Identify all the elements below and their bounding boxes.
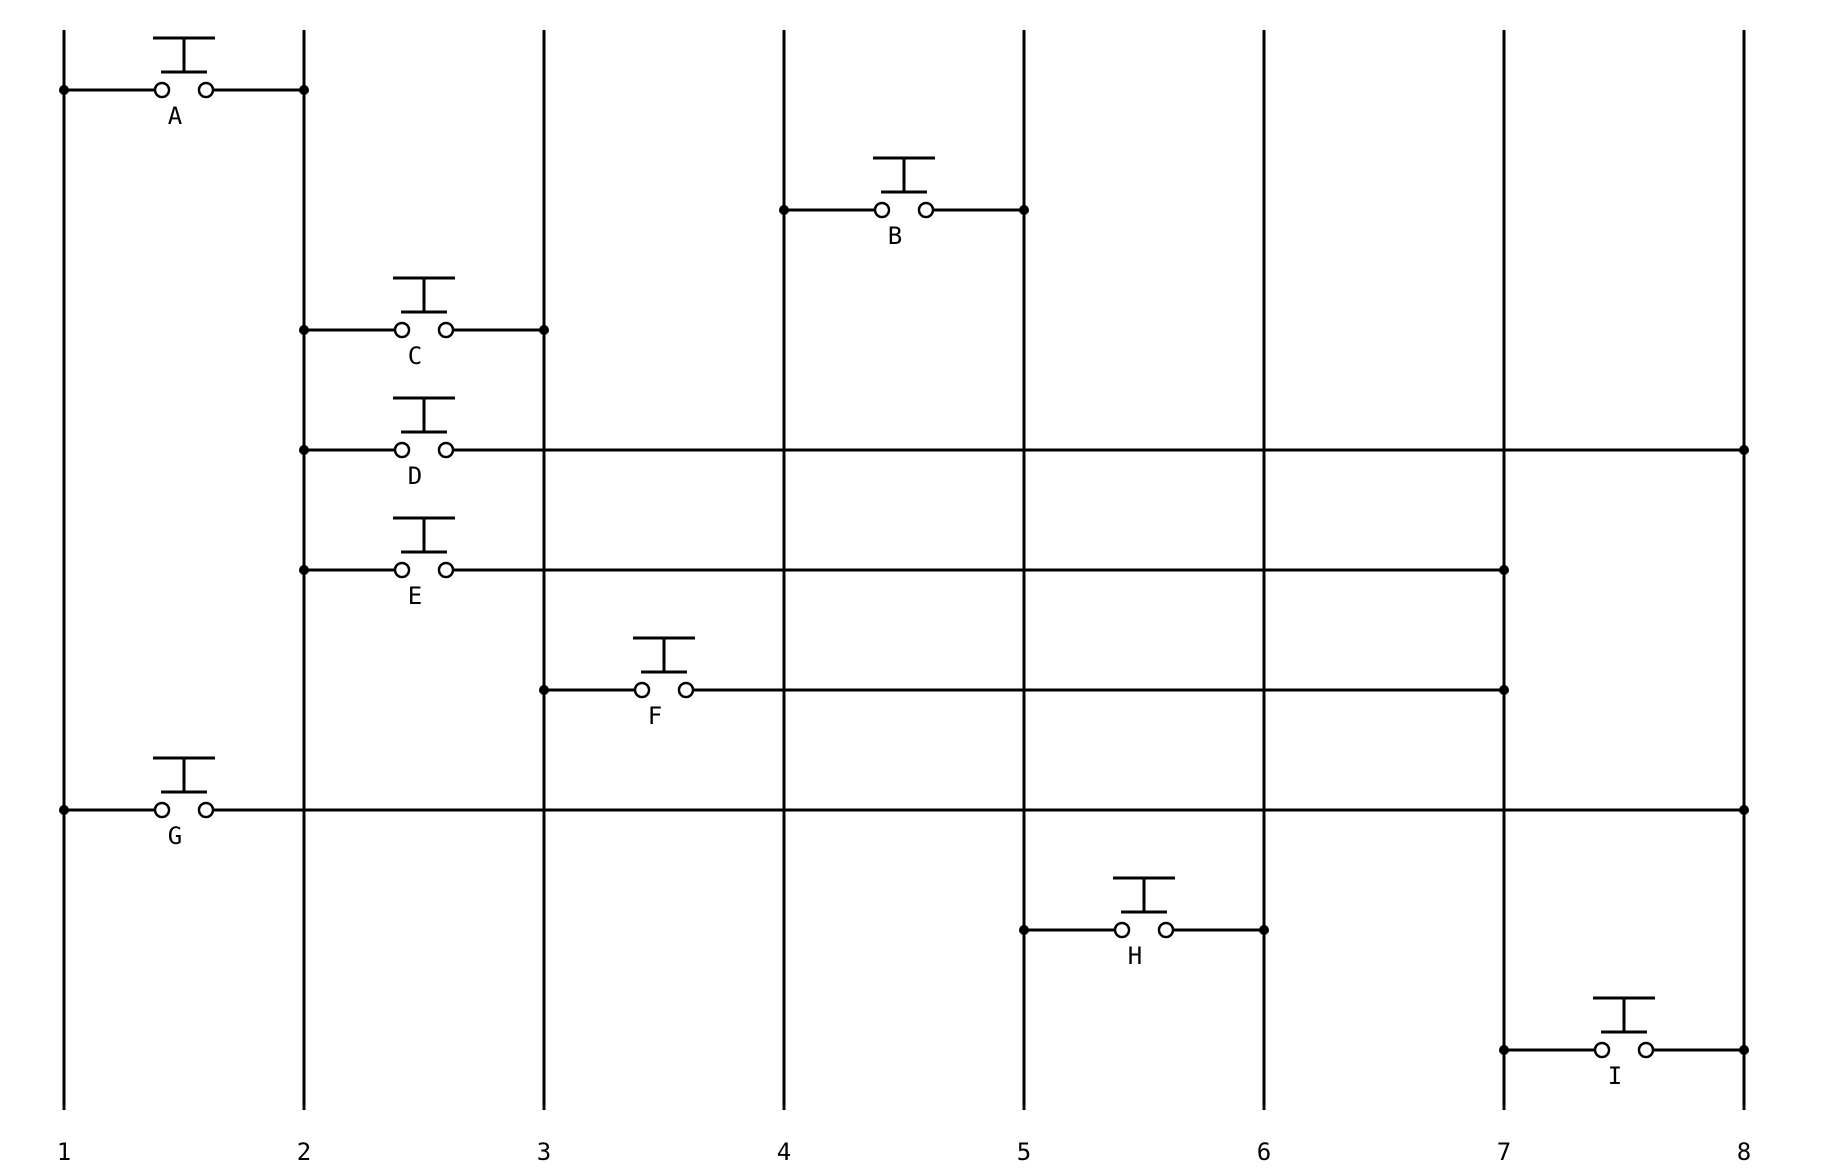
switch-b: B <box>779 156 1029 250</box>
junction-dot <box>1739 1045 1749 1055</box>
switch-label: I <box>1608 1062 1622 1090</box>
contact-icon <box>677 681 695 699</box>
junction-dot <box>59 805 69 815</box>
junction-dot <box>299 85 309 95</box>
switch-label: G <box>168 822 182 850</box>
junction-dot <box>779 205 789 215</box>
contact-icon <box>393 441 411 459</box>
contact-icon <box>153 81 171 99</box>
node-label-2: 2 <box>297 1138 311 1166</box>
junction-dot <box>539 325 549 335</box>
switch-f: F <box>539 636 1509 730</box>
switch-label: H <box>1128 942 1142 970</box>
contact-icon <box>1593 1041 1611 1059</box>
switch-label: B <box>888 222 902 250</box>
junction-dot <box>299 445 309 455</box>
contact-icon <box>633 681 651 699</box>
junction-dot <box>1499 1045 1509 1055</box>
junction-dot <box>59 85 69 95</box>
junction-dot <box>539 685 549 695</box>
node-label-4: 4 <box>777 1138 791 1166</box>
switch-label: A <box>168 102 183 130</box>
junction-dot <box>1499 685 1509 695</box>
switch-h: H <box>1019 876 1269 970</box>
junction-dot <box>299 325 309 335</box>
switch-label: C <box>408 342 422 370</box>
switch-i: I <box>1499 996 1749 1090</box>
contact-icon <box>393 321 411 339</box>
contact-icon <box>1637 1041 1655 1059</box>
junction-dot <box>1739 805 1749 815</box>
switch-d: D <box>299 396 1749 490</box>
node-label-6: 6 <box>1257 1138 1271 1166</box>
switch-label: D <box>408 462 422 490</box>
node-label-7: 7 <box>1497 1138 1511 1166</box>
switch-c: C <box>299 276 549 370</box>
junction-dot <box>1019 205 1029 215</box>
junction-dot <box>299 565 309 575</box>
node-label-5: 5 <box>1017 1138 1031 1166</box>
switches: A B C D E F G H I <box>59 36 1749 1090</box>
contact-icon <box>153 801 171 819</box>
junction-dot <box>1259 925 1269 935</box>
switch-g: G <box>59 756 1749 850</box>
junction-dot <box>1499 565 1509 575</box>
node-label-1: 1 <box>57 1138 71 1166</box>
contact-icon <box>437 561 455 579</box>
contact-icon <box>917 201 935 219</box>
switch-label: E <box>408 582 422 610</box>
junction-dot <box>1739 445 1749 455</box>
contact-icon <box>197 81 215 99</box>
contact-icon <box>1157 921 1175 939</box>
switch-label: F <box>648 702 662 730</box>
contact-icon <box>1113 921 1131 939</box>
contact-icon <box>873 201 891 219</box>
contact-icon <box>393 561 411 579</box>
junction-dot <box>1019 925 1029 935</box>
contact-icon <box>437 441 455 459</box>
node-label-3: 3 <box>537 1138 551 1166</box>
switch-a: A <box>59 36 309 130</box>
node-label-8: 8 <box>1737 1138 1751 1166</box>
switch-e: E <box>299 516 1509 610</box>
contact-icon <box>197 801 215 819</box>
node-labels: 1 2 3 4 5 6 7 8 <box>57 1138 1751 1166</box>
contact-icon <box>437 321 455 339</box>
